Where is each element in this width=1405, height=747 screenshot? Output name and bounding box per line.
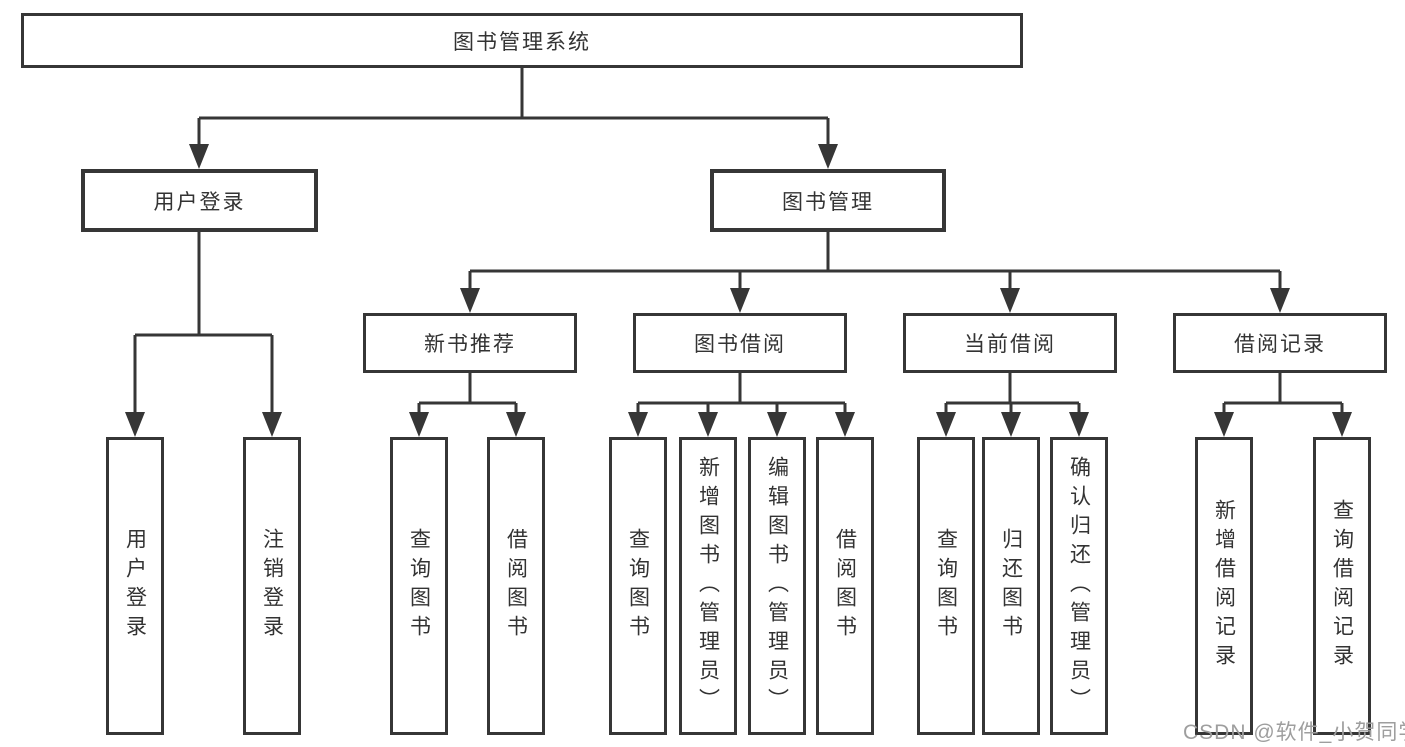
- leaf-query-borrow-record: 查询借阅记录: [1313, 437, 1371, 735]
- node-user-login: 用户登录: [81, 169, 318, 232]
- leaf-query-books-recommend: 查询图书: [390, 437, 448, 735]
- leaf-query-books-current: 查询图书: [917, 437, 975, 735]
- leaf-borrow-books-recommend: 借阅图书: [487, 437, 545, 735]
- node-borrow-records: 借阅记录: [1173, 313, 1387, 373]
- leaf-borrow-books-borrow: 借阅图书: [816, 437, 874, 735]
- leaf-query-books-borrow: 查询图书: [609, 437, 667, 735]
- leaf-add-book-admin: 新增图书（管理员）: [679, 437, 737, 735]
- node-book-borrow: 图书借阅: [633, 313, 847, 373]
- leaf-confirm-return-admin: 确认归还（管理员）: [1050, 437, 1108, 735]
- node-root: 图书管理系统: [21, 13, 1023, 68]
- node-current-borrow: 当前借阅: [903, 313, 1117, 373]
- leaf-return-book: 归还图书: [982, 437, 1040, 735]
- leaf-add-borrow-record: 新增借阅记录: [1195, 437, 1253, 735]
- leaf-edit-book-admin: 编辑图书（管理员）: [748, 437, 806, 735]
- node-new-book-recommend: 新书推荐: [363, 313, 577, 373]
- node-book-management: 图书管理: [710, 169, 946, 232]
- leaf-user-login: 用户登录: [106, 437, 164, 735]
- csdn-watermark: CSDN @软件_小贺同学: [1183, 721, 1405, 744]
- leaf-logout: 注销登录: [243, 437, 301, 735]
